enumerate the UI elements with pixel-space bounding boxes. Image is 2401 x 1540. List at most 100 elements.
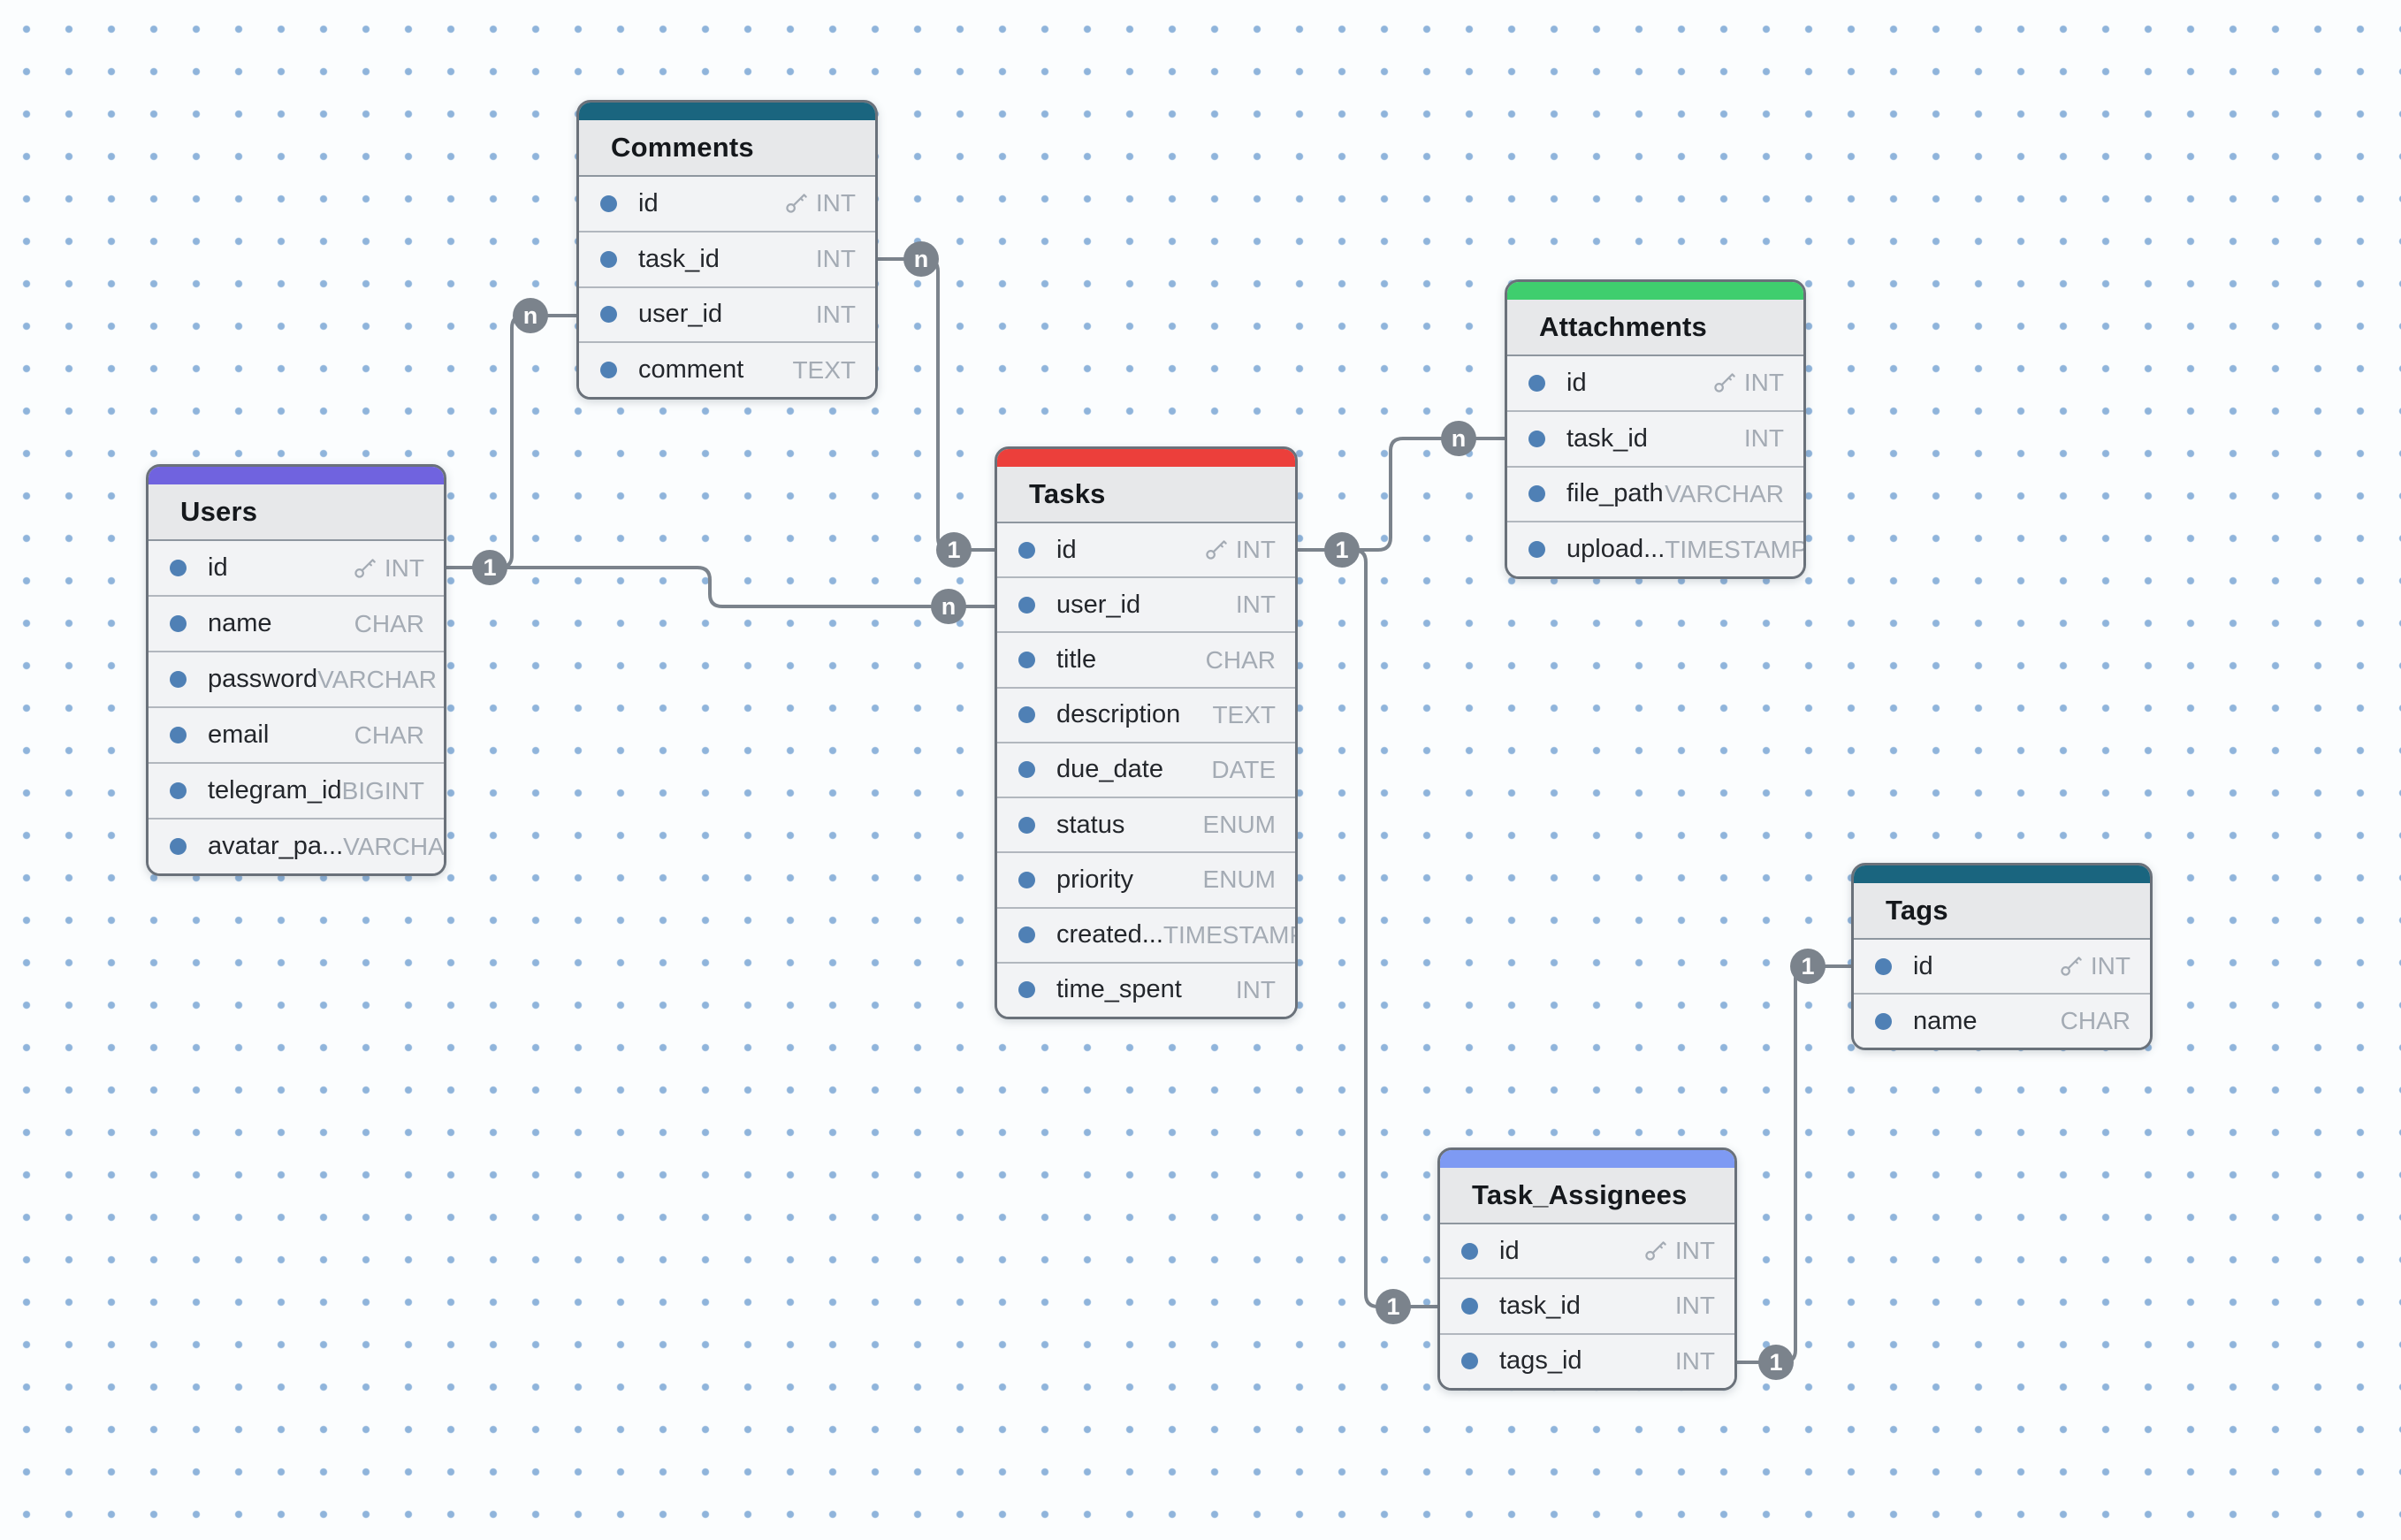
field-row[interactable]: id INT xyxy=(1440,1224,1734,1278)
svg-text:n: n xyxy=(941,593,957,620)
cardinality-marker[interactable]: n xyxy=(513,298,548,333)
field-row[interactable]: comment TEXT xyxy=(579,341,875,397)
cardinality-marker[interactable]: 1 xyxy=(1324,532,1360,568)
field-row[interactable]: task_id INT xyxy=(1507,409,1803,466)
field-type: ENUM xyxy=(1202,865,1276,894)
table-comments[interactable]: Comments id INT task_id INT user_id INT … xyxy=(576,100,878,400)
table-attachments[interactable]: Attachments id INT task_id INT file_path… xyxy=(1505,279,1806,579)
field-row[interactable]: file_path VARCHAR xyxy=(1507,465,1803,522)
relationship-users-comments[interactable] xyxy=(446,314,576,569)
field-dot-icon xyxy=(1018,761,1035,779)
field-row[interactable]: status ENUM xyxy=(997,797,1295,852)
field-name: email xyxy=(208,720,270,749)
field-row[interactable]: id INT xyxy=(149,541,444,595)
field-name: due_date xyxy=(1056,755,1163,784)
field-dot-icon xyxy=(1018,706,1035,724)
field-name: telegram_id xyxy=(208,776,342,804)
field-type: INT xyxy=(1674,1346,1715,1375)
field-row[interactable]: time_spent INT xyxy=(997,961,1295,1017)
field-row[interactable]: password VARCHAR xyxy=(149,651,444,706)
field-row[interactable]: name CHAR xyxy=(1854,993,2150,1048)
field-dot-icon xyxy=(170,671,187,688)
field-type: CHAR xyxy=(354,720,424,749)
field-type: CHAR xyxy=(1205,645,1276,674)
field-name: upload... xyxy=(1566,535,1665,564)
field-type: INT xyxy=(815,300,856,328)
table-tasks[interactable]: Tasks id INT user_id INT title CHAR desc… xyxy=(995,446,1298,1019)
table-title-text: Tasks xyxy=(1029,478,1106,509)
field-dot-icon xyxy=(1018,871,1035,888)
field-name: password xyxy=(208,665,318,693)
field-type: INT xyxy=(1235,591,1276,619)
svg-text:1: 1 xyxy=(483,554,496,581)
field-dot-icon xyxy=(1018,652,1035,669)
table-title-text: Task_Assignees xyxy=(1472,1179,1688,1210)
table-title: Users xyxy=(149,484,444,541)
field-name: status xyxy=(1056,810,1125,839)
field-row[interactable]: priority ENUM xyxy=(997,851,1295,907)
field-dot-icon xyxy=(600,194,617,212)
field-name: id xyxy=(1913,951,1933,980)
field-row[interactable]: id INT xyxy=(579,177,875,231)
field-row[interactable]: user_id INT xyxy=(579,286,875,342)
field-type: INT xyxy=(1743,424,1784,453)
field-row[interactable]: upload... TIMESTAMP xyxy=(1507,521,1803,576)
cardinality-marker[interactable]: 1 xyxy=(1376,1289,1411,1324)
table-title: Task_Assignees xyxy=(1440,1168,1734,1224)
field-row[interactable]: name CHAR xyxy=(149,595,444,651)
field-dot-icon xyxy=(1875,1012,1892,1030)
cardinality-marker[interactable]: 1 xyxy=(472,550,507,585)
table-accent-bar xyxy=(149,467,444,484)
field-dot-icon xyxy=(1528,374,1545,392)
field-row[interactable]: due_date DATE xyxy=(997,741,1295,797)
svg-text:n: n xyxy=(914,246,929,272)
field-row[interactable]: task_id INT xyxy=(1440,1277,1734,1333)
field-name: task_id xyxy=(1566,423,1648,453)
table-users[interactable]: Users id INT name CHAR password VARCHAR … xyxy=(146,464,446,876)
field-dot-icon xyxy=(170,838,187,855)
relationship-tasks-task-assignees[interactable] xyxy=(1298,548,1437,1308)
primary-key-icon xyxy=(1645,1241,1666,1261)
field-row[interactable]: telegram_id BIGINT xyxy=(149,762,444,818)
field-row[interactable]: id INT xyxy=(1854,940,2150,993)
field-name: description xyxy=(1056,700,1181,729)
relationship-users-tasks[interactable] xyxy=(446,566,995,608)
field-row[interactable]: avatar_pa... VARCHAR xyxy=(149,818,444,873)
field-type: BIGINT xyxy=(341,776,424,804)
table-accent-bar xyxy=(1507,282,1803,300)
field-row[interactable]: email CHAR xyxy=(149,706,444,762)
cardinality-marker[interactable]: n xyxy=(903,241,939,277)
svg-text:1: 1 xyxy=(1386,1293,1399,1320)
relationship-tasks-attachments[interactable] xyxy=(1298,437,1505,552)
field-row[interactable]: id INT xyxy=(1507,356,1803,410)
field-row[interactable]: tags_id INT xyxy=(1440,1332,1734,1388)
field-type: VARCHAR xyxy=(1665,479,1784,507)
table-title: Comments xyxy=(579,120,875,177)
field-row[interactable]: description TEXT xyxy=(997,686,1295,742)
field-name: tags_id xyxy=(1499,1346,1582,1376)
field-type: INT xyxy=(1674,1292,1715,1320)
cardinality-marker[interactable]: n xyxy=(1441,421,1476,456)
field-type: INT xyxy=(1235,536,1276,564)
field-dot-icon xyxy=(1528,541,1545,559)
table-task-assignees[interactable]: Task_Assignees id INT task_id INT tags_i… xyxy=(1437,1147,1737,1391)
field-dot-icon xyxy=(170,782,187,799)
field-name: created... xyxy=(1056,920,1163,949)
table-tags[interactable]: Tags id INT name CHAR xyxy=(1851,863,2153,1050)
cardinality-marker[interactable]: n xyxy=(931,589,966,624)
cardinality-marker[interactable]: 1 xyxy=(1790,949,1826,984)
field-type: INT xyxy=(1235,975,1276,1003)
field-row[interactable]: user_id INT xyxy=(997,576,1295,632)
table-title: Tasks xyxy=(997,467,1295,523)
field-row[interactable]: task_id INT xyxy=(579,230,875,286)
field-dot-icon xyxy=(170,615,187,632)
cardinality-marker[interactable]: 1 xyxy=(936,532,972,568)
relationship-tasks-comments[interactable] xyxy=(878,257,995,552)
field-row[interactable]: title CHAR xyxy=(997,631,1295,687)
field-row[interactable]: created... TIMESTAMP xyxy=(997,906,1295,962)
field-row[interactable]: id INT xyxy=(997,523,1295,577)
relationship-tags-task-assignees[interactable] xyxy=(1737,964,1851,1364)
cardinality-marker[interactable]: 1 xyxy=(1758,1345,1794,1380)
